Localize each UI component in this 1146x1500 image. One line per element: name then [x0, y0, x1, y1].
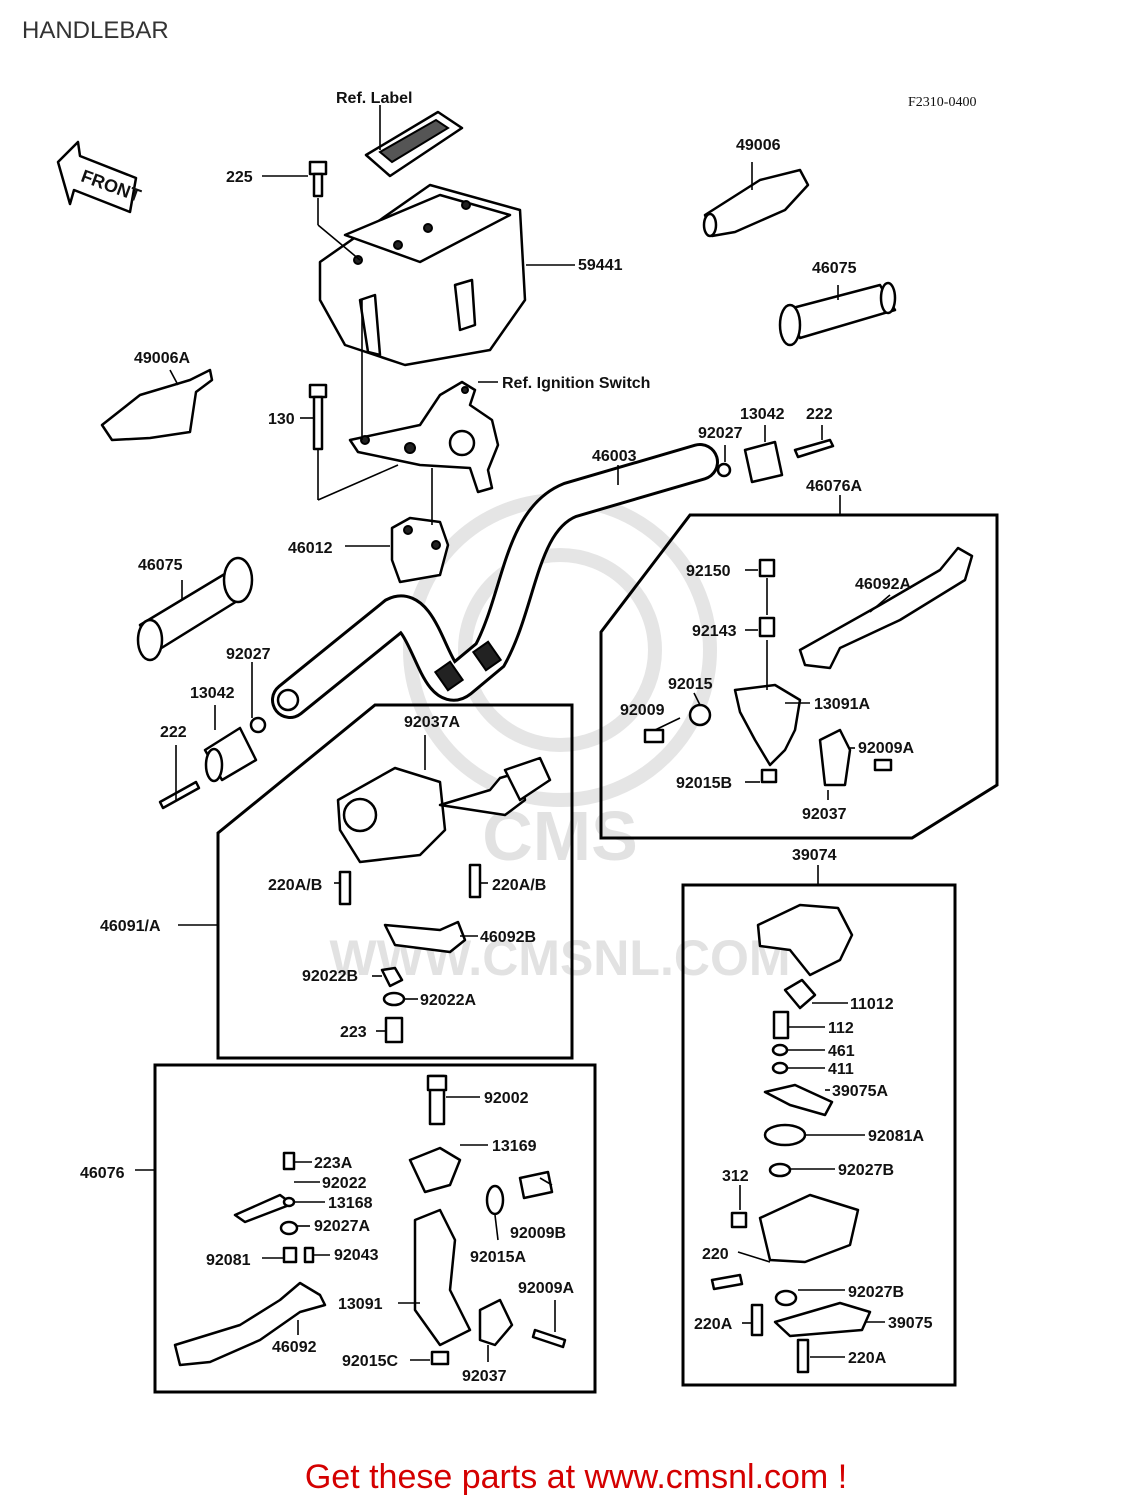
- arrow-front-icon: FRONT: [56, 140, 144, 214]
- part-label-92143: 92143: [692, 623, 737, 640]
- clutch-lever-46092A: [798, 546, 974, 670]
- part-label-312: 312: [722, 1168, 749, 1185]
- part-label-92009A-bottom: 92009A: [518, 1280, 574, 1297]
- part-label-49006: 49006: [736, 137, 781, 154]
- part-label-92022: 92022: [322, 1175, 367, 1192]
- part-label-220: 220: [702, 1246, 729, 1263]
- part-label-112: 112: [828, 1020, 854, 1037]
- group-box-46091A: [216, 703, 574, 1060]
- handlebar-weight-right: [716, 438, 835, 484]
- bolt-225: [308, 160, 328, 198]
- part-label-39075A: 39075A: [832, 1083, 888, 1100]
- part-label-92027B-top: 92027B: [838, 1162, 894, 1179]
- part-label-11012: 11012: [850, 996, 894, 1013]
- part-label-220A-left: 220A: [694, 1316, 733, 1333]
- part-label-13042-right: 13042: [740, 406, 785, 423]
- part-label-92015C: 92015C: [342, 1353, 398, 1370]
- part-label-46092: 46092: [272, 1339, 317, 1356]
- part-label-46003: 46003: [592, 448, 637, 465]
- group-box-39074: [681, 883, 957, 1387]
- part-label-39074: 39074: [792, 847, 837, 864]
- part-label-39075: 39075: [888, 1315, 933, 1332]
- handlebar-weight-left: [158, 716, 267, 810]
- part-label-220AB-left: 220A/B: [268, 877, 322, 894]
- part-label-225: 225: [226, 169, 253, 186]
- throttle-cover-49006: [702, 168, 810, 238]
- part-label-92043: 92043: [334, 1247, 379, 1264]
- group-box-46076: [153, 1063, 597, 1394]
- part-label-92022B: 92022B: [302, 968, 358, 985]
- ref-label-plate: [364, 110, 464, 178]
- part-label-46075-right: 46075: [812, 260, 857, 277]
- part-label-46092B: 46092B: [480, 929, 536, 946]
- grip-46075-left: [136, 556, 254, 662]
- part-label-13169: 13169: [492, 1138, 537, 1155]
- page-title: HANDLEBAR: [22, 17, 169, 44]
- group-box-46076A: [599, 513, 999, 840]
- meter-cover-59441: [318, 183, 527, 367]
- part-number-labels: 225 49006 59441 46075 49006A 130 13042 2…: [80, 137, 933, 1385]
- part-label-92022A: 92022A: [420, 992, 476, 1009]
- handlebar-holder-46012: [390, 516, 450, 584]
- part-label-92009: 92009: [620, 702, 665, 719]
- ignition-switch-bracket: [348, 380, 500, 494]
- part-label-220A-bottom: 220A: [848, 1350, 887, 1367]
- part-label-223: 223: [340, 1024, 367, 1041]
- part-label-46076A: 46076A: [806, 478, 862, 495]
- part-label-92037A: 92037A: [404, 714, 460, 731]
- part-label-46012: 46012: [288, 540, 333, 557]
- part-label-92015A: 92015A: [470, 1249, 526, 1266]
- part-label-46076: 46076: [80, 1165, 125, 1182]
- part-label-46075-left: 46075: [138, 557, 183, 574]
- lever-holder-13091A: [643, 558, 893, 787]
- part-label-92015: 92015: [668, 676, 713, 693]
- part-label-46091A: 46091/A: [100, 918, 161, 935]
- part-label-92037-bottom: 92037: [462, 1368, 507, 1385]
- part-label-13091: 13091: [338, 1296, 383, 1313]
- part-label-59441: 59441: [578, 257, 623, 274]
- part-label-92027-left: 92027: [226, 646, 271, 663]
- master-cylinder-13091: [408, 1074, 567, 1366]
- part-label-92081: 92081: [206, 1252, 251, 1269]
- part-label-92037-top: 92037: [802, 806, 847, 823]
- ref-label-text: Ref. Label: [336, 90, 412, 107]
- part-label-92081A: 92081A: [868, 1128, 924, 1145]
- part-label-46092A: 46092A: [855, 576, 911, 593]
- part-label-92015B: 92015B: [676, 775, 732, 792]
- part-label-220AB-right: 220A/B: [492, 877, 546, 894]
- part-label-92027-right: 92027: [698, 425, 743, 442]
- part-label-222-right: 222: [806, 406, 833, 423]
- throttle-case-39074: [710, 903, 872, 1374]
- footer-link[interactable]: Get these parts at www.cmsnl.com !: [305, 1458, 847, 1496]
- ref-ignition-switch-text: Ref. Ignition Switch: [502, 375, 650, 392]
- cover-49006A: [100, 368, 214, 442]
- part-label-92002: 92002: [484, 1090, 529, 1107]
- part-label-223A: 223A: [314, 1155, 353, 1172]
- leader-lines: [135, 105, 891, 1362]
- part-label-13042-left: 13042: [190, 685, 235, 702]
- part-label-92009B: 92009B: [510, 1225, 566, 1242]
- part-label-92150: 92150: [686, 563, 731, 580]
- part-label-13091A: 13091A: [814, 696, 870, 713]
- part-label-49006A: 49006A: [134, 350, 190, 367]
- part-label-130: 130: [268, 411, 295, 428]
- bolt-130: [308, 383, 328, 451]
- switch-housing-46091A: [336, 756, 552, 1044]
- part-label-92027B-bottom: 92027B: [848, 1284, 904, 1301]
- part-label-411: 411: [828, 1061, 854, 1078]
- handlebar-46003: [271, 443, 719, 719]
- part-label-222-left: 222: [160, 724, 187, 741]
- front-brake-lever-46092: [173, 1151, 327, 1367]
- part-label-92009A-top: 92009A: [858, 740, 914, 757]
- part-label-92027A: 92027A: [314, 1218, 370, 1235]
- grip-46075-right: [778, 281, 897, 347]
- part-label-461: 461: [828, 1043, 855, 1060]
- part-label-13168: 13168: [328, 1195, 373, 1212]
- diagram-code: F2310-0400: [908, 95, 976, 110]
